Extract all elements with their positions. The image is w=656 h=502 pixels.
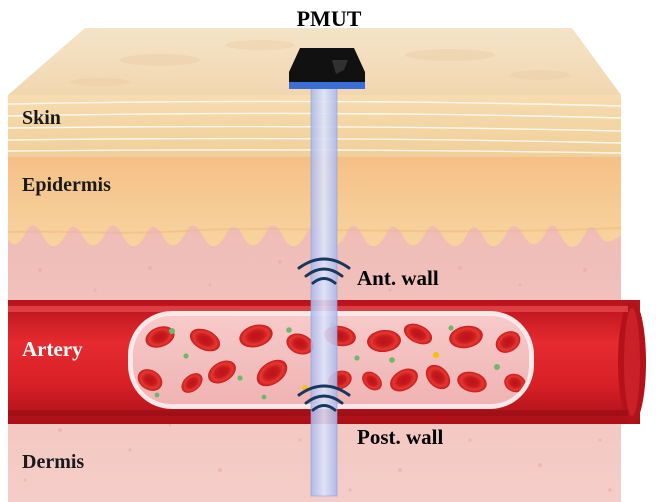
blood-particles — [154, 322, 500, 400]
dermis-label: Dermis — [22, 451, 84, 473]
skin-surface-texture — [70, 40, 570, 86]
dermis-texture — [23, 260, 612, 492]
artery-label: Artery — [22, 337, 83, 361]
ultrasound-beam — [311, 86, 337, 496]
pmut-transducer — [289, 48, 365, 89]
post-wall-echo-icon — [297, 384, 351, 412]
ant-wall-echo-icon — [297, 257, 351, 285]
pmut-label: PMUT — [297, 6, 362, 31]
ant-wall-label: Ant. wall — [357, 266, 439, 290]
epidermis-shadow — [7, 227, 622, 234]
skin-label: Skin — [22, 107, 61, 129]
pmut-face — [289, 82, 365, 89]
post-wall-label: Post. wall — [357, 425, 443, 449]
epidermis-label: Epidermis — [22, 174, 111, 196]
